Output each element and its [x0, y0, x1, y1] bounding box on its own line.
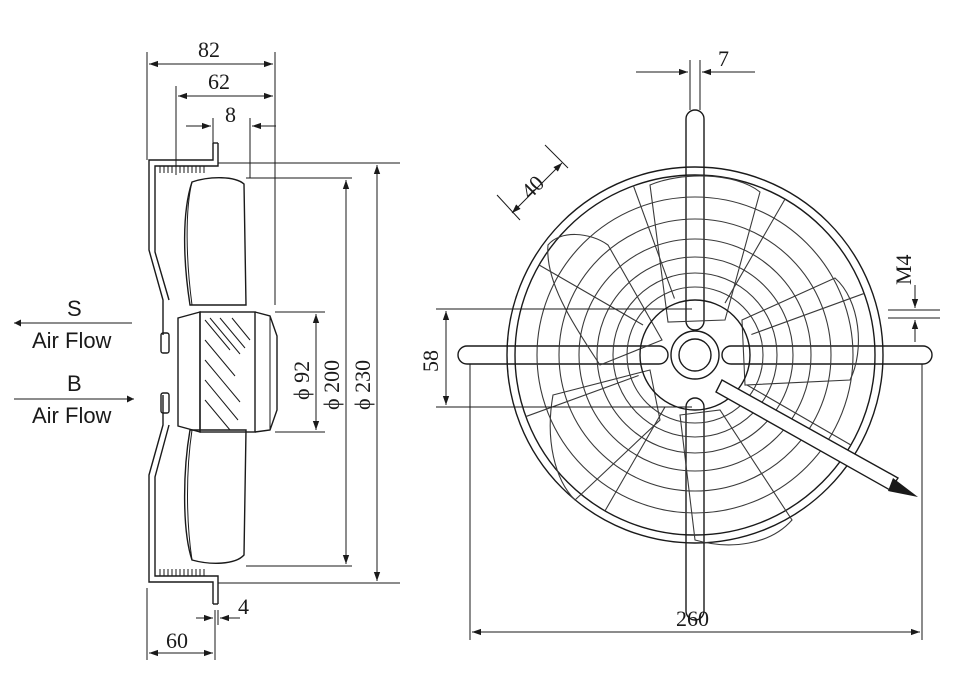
airflow-b-letter: B: [67, 371, 82, 396]
guard-spoke: [538, 264, 644, 326]
guard-ring: [506, 166, 884, 544]
guard-spoke: [632, 185, 675, 299]
guard-spoke: [751, 292, 865, 335]
front-view: 7 40 M4 58 260: [418, 46, 940, 640]
hub: [639, 299, 751, 411]
guard-spoke: [525, 375, 639, 418]
blade-front-2: [547, 233, 663, 366]
blade-front-1: [649, 175, 761, 323]
dim-m4-label: M4: [891, 254, 916, 285]
dim-260-label: 260: [676, 606, 709, 631]
guard-ring: [558, 218, 832, 492]
rotation-leader-arrow: [715, 379, 918, 497]
guard-spoke: [746, 384, 852, 446]
mounting-bracket: [148, 142, 219, 605]
motor-body: [177, 311, 278, 433]
blade-side-top: [183, 177, 247, 306]
guard-ring: [612, 272, 778, 438]
airflow-s-label: Air Flow: [32, 328, 112, 353]
rib-bottom: [685, 397, 705, 621]
rib-left: [457, 345, 669, 365]
side-view: 82 62 8: [14, 37, 400, 660]
guard-ring: [578, 238, 812, 472]
dim-40-label: 40: [516, 170, 549, 203]
dim-4-label: 4: [238, 594, 249, 619]
blade-side-bottom: [183, 429, 247, 564]
rib-top: [685, 109, 705, 331]
dim-58-label: 58: [418, 350, 443, 372]
mounting-ribs: [457, 109, 933, 621]
fan-blades-front: [547, 175, 859, 546]
airflow-b-label: Air Flow: [32, 403, 112, 428]
guard-ring: [626, 286, 764, 424]
dim-82-label: 82: [198, 37, 220, 62]
wire-guard: [506, 166, 884, 544]
airflow-b: B Air Flow: [14, 371, 134, 428]
dim-phi230-label: ϕ 230: [350, 360, 375, 410]
guard-spoke: [724, 198, 786, 304]
dim-line-40: [511, 162, 563, 214]
guard-ring: [596, 256, 794, 454]
guard-spoke: [604, 406, 666, 512]
guard-ring: [536, 196, 854, 514]
dim-phi200-label: ϕ 200: [319, 360, 344, 410]
dim-7-label: 7: [718, 46, 729, 71]
dim-8-label: 8: [225, 102, 236, 127]
blade-front-5: [741, 277, 859, 386]
airflow-s-letter: S: [67, 296, 82, 321]
dim-62-label: 62: [208, 69, 230, 94]
dim-phi92-label: ϕ 92: [289, 361, 314, 400]
guard-ring: [514, 174, 876, 536]
rib-right: [721, 345, 933, 365]
blade-front-3: [549, 369, 661, 501]
dim-60-label: 60: [166, 628, 188, 653]
airflow-s: S Air Flow: [14, 296, 132, 353]
blade-front-4: [679, 409, 793, 546]
